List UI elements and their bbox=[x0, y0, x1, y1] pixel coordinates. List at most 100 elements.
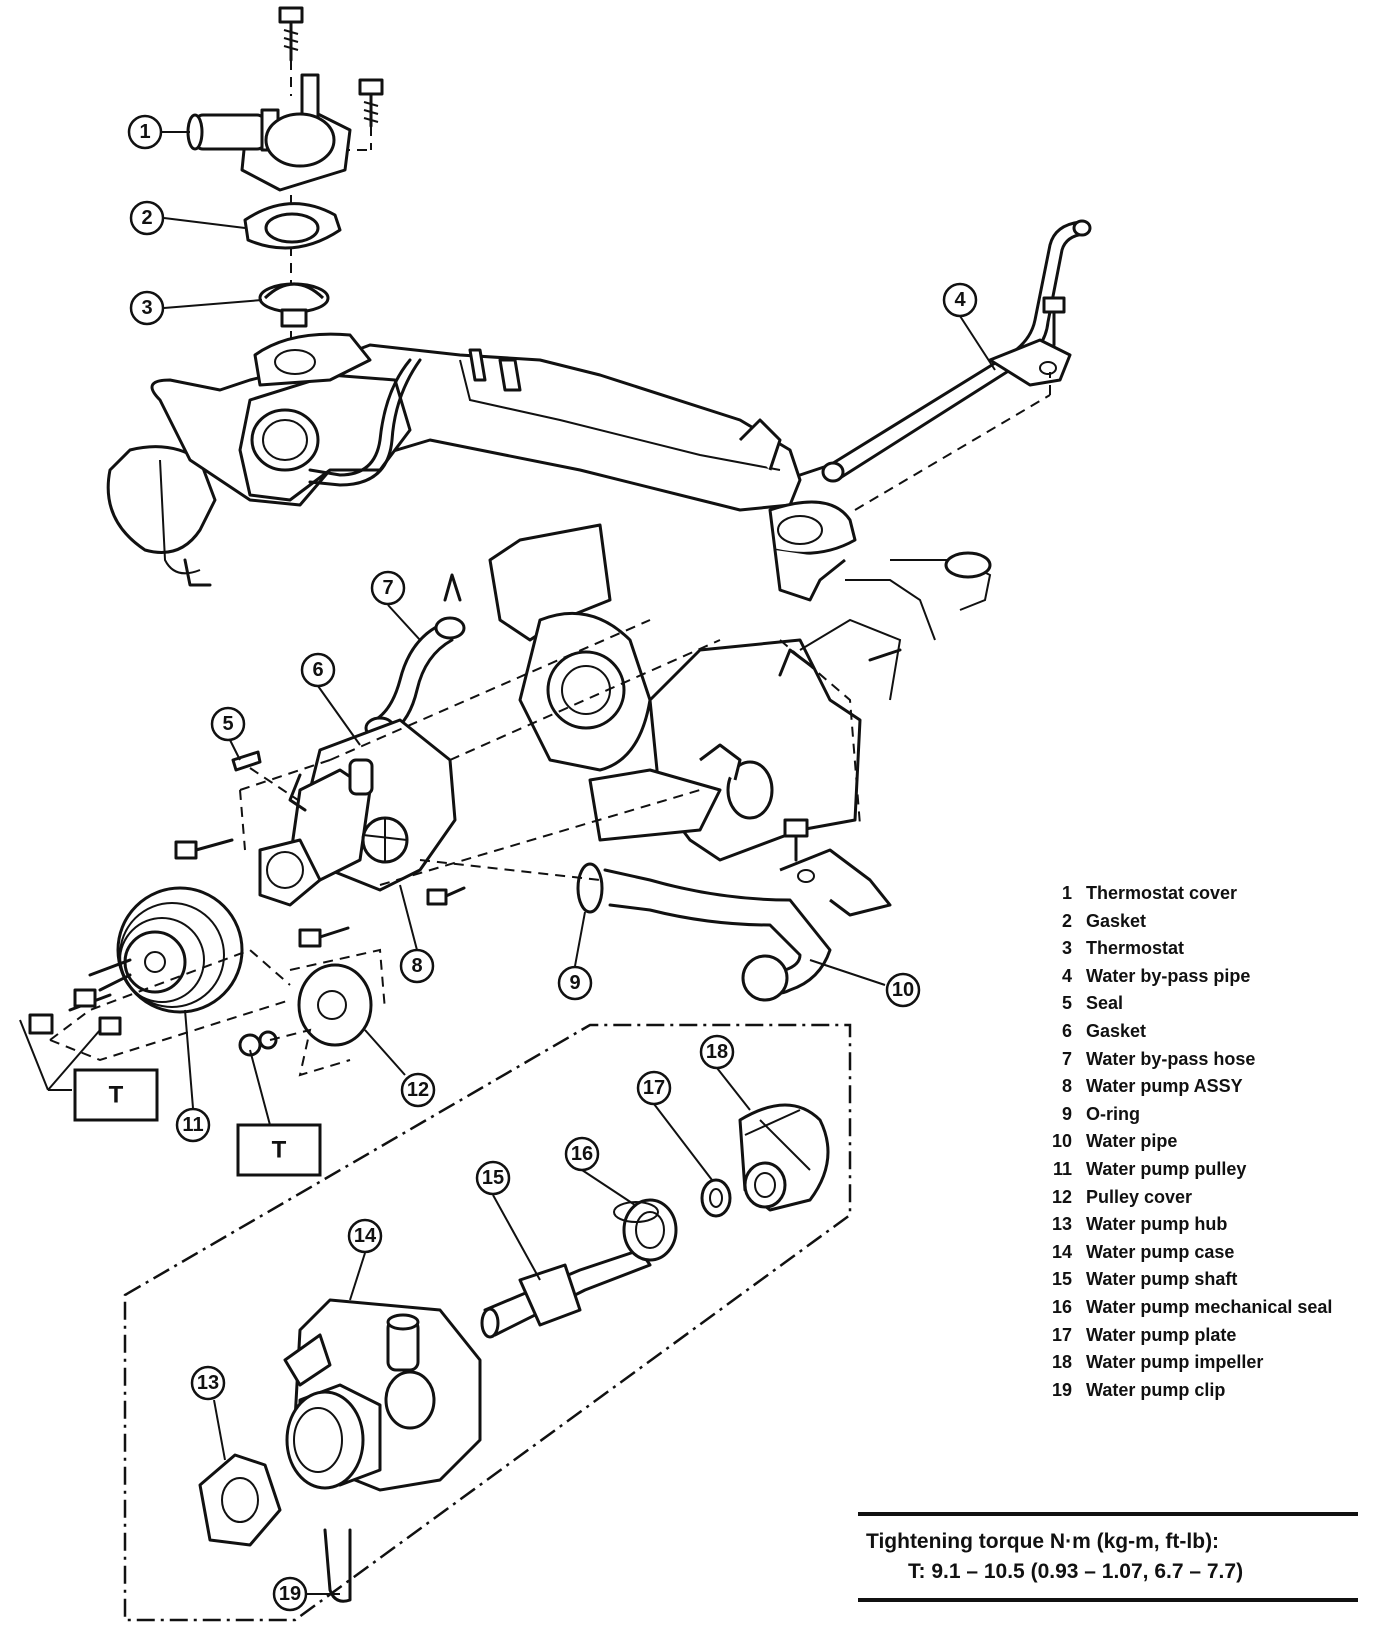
engine-block-drawing bbox=[488, 523, 992, 862]
legend-label: Thermostat cover bbox=[1086, 883, 1238, 903]
legend-label: Water by-pass pipe bbox=[1086, 965, 1251, 986]
legend-number: 8 bbox=[1061, 1076, 1072, 1097]
callout-15: 15 bbox=[475, 1160, 511, 1196]
water-pump-hub-drawing bbox=[198, 1453, 282, 1547]
torque-value: T: 9.1 – 10.5 (0.93 – 1.07, 6.7 – 7.7) bbox=[908, 1560, 1244, 1583]
svg-text:4: 4 bbox=[954, 289, 966, 311]
legend-number: 3 bbox=[1061, 938, 1072, 959]
svg-text:9: 9 bbox=[569, 972, 580, 994]
svg-text:17: 17 bbox=[643, 1077, 665, 1099]
legend-item: 19 Water pump clip bbox=[1030, 1377, 1370, 1405]
svg-text:12: 12 bbox=[407, 1079, 429, 1101]
svg-text:2: 2 bbox=[141, 207, 152, 229]
legend-number: 12 bbox=[1051, 1186, 1072, 1207]
callout-11: 11 bbox=[175, 1107, 211, 1143]
water-pipe-drawing bbox=[419, 848, 892, 1002]
legend-label: O-ring bbox=[1086, 1103, 1140, 1124]
legend-item: 6 Gasket bbox=[1030, 1018, 1370, 1046]
torque-top-rule bbox=[858, 1512, 1358, 1516]
legend-label: Water pump clip bbox=[1086, 1379, 1226, 1400]
callout-12: 12 bbox=[400, 1072, 436, 1108]
svg-text:8: 8 bbox=[411, 955, 422, 977]
legend-number: 9 bbox=[1061, 1103, 1072, 1124]
svg-text:6: 6 bbox=[312, 659, 323, 681]
legend-item: 18 Water pump impeller bbox=[1030, 1349, 1370, 1377]
legend-label: Water pump mechanical seal bbox=[1086, 1296, 1333, 1317]
legend-label: Water pump ASSY bbox=[1086, 1076, 1243, 1097]
callout-6: 6 bbox=[300, 652, 336, 688]
water-pump-plate-drawing bbox=[700, 1178, 732, 1218]
callout-4: 4 bbox=[942, 282, 978, 318]
water-pump-assy-drawing bbox=[258, 718, 457, 907]
svg-text:19: 19 bbox=[279, 1583, 301, 1605]
legend-item: 1 Thermostat cover bbox=[1030, 880, 1370, 908]
svg-text:T: T bbox=[272, 1137, 287, 1164]
callout-5: 5 bbox=[210, 706, 246, 742]
legend-number: 11 bbox=[1052, 1158, 1072, 1179]
torque-title: Tightening torque N·m (kg-m, ft-lb): bbox=[866, 1530, 1220, 1553]
legend-item: 7 Water by-pass hose bbox=[1030, 1046, 1370, 1074]
legend-number: 6 bbox=[1061, 1020, 1072, 1041]
water-pump-shaft-drawing bbox=[480, 1248, 652, 1339]
legend-number: 10 bbox=[1051, 1131, 1072, 1152]
bypass-pipe-drawing bbox=[821, 219, 1092, 511]
gasket-drawing bbox=[243, 202, 342, 250]
svg-text:13: 13 bbox=[197, 1372, 219, 1394]
callout-14: 14 bbox=[347, 1218, 383, 1254]
torque-mark-pulley: T bbox=[73, 1068, 159, 1122]
legend-item: 17 Water pump plate bbox=[1030, 1322, 1370, 1350]
callout-10: 10 bbox=[885, 972, 921, 1008]
legend-number: 4 bbox=[1061, 965, 1072, 986]
manifold-drawing bbox=[106, 332, 857, 602]
legend-label: Water pump shaft bbox=[1086, 1269, 1238, 1290]
legend-number: 19 bbox=[1051, 1379, 1072, 1400]
legend-number: 1 bbox=[1061, 883, 1072, 903]
svg-text:5: 5 bbox=[222, 713, 233, 735]
svg-text:11: 11 bbox=[182, 1114, 203, 1136]
svg-text:1: 1 bbox=[139, 121, 150, 143]
callout-2: 2 bbox=[129, 200, 165, 236]
svg-text:T: T bbox=[109, 1082, 124, 1109]
svg-text:15: 15 bbox=[482, 1167, 504, 1189]
legend-label: Gasket bbox=[1086, 1020, 1147, 1041]
legend-item: 14 Water pump case bbox=[1030, 1239, 1370, 1267]
thermostat-cover-drawing bbox=[186, 6, 384, 192]
torque-mark-cover: T bbox=[236, 1123, 322, 1177]
legend-label: Water pump hub bbox=[1086, 1214, 1228, 1235]
legend-number: 17 bbox=[1051, 1324, 1072, 1345]
leader-lines bbox=[19, 131, 996, 1595]
callout-7: 7 bbox=[370, 570, 406, 606]
legend-number: 7 bbox=[1061, 1048, 1072, 1069]
legend-number: 18 bbox=[1051, 1352, 1072, 1373]
svg-text:10: 10 bbox=[892, 979, 914, 1001]
callout-17: 17 bbox=[636, 1070, 672, 1106]
water-pump-clip-drawing bbox=[323, 1528, 352, 1603]
callouts: 1 2 3 4 5 6 7 8 9 10 11 12 13 14 15 16 1… bbox=[127, 114, 978, 1612]
legend-label: Water pump plate bbox=[1086, 1324, 1237, 1345]
legend-label: Water by-pass hose bbox=[1086, 1048, 1256, 1069]
detail-box bbox=[123, 1023, 852, 1622]
legend-label: Water pump case bbox=[1086, 1241, 1235, 1262]
svg-text:14: 14 bbox=[354, 1225, 377, 1247]
pulley-nut-drawing bbox=[28, 1013, 54, 1035]
legend-label: Water pump impeller bbox=[1086, 1352, 1264, 1373]
callout-1: 1 bbox=[127, 114, 163, 150]
torque-bottom-rule bbox=[858, 1598, 1358, 1602]
legend-number: 14 bbox=[1051, 1241, 1072, 1262]
water-pump-pulley-drawing bbox=[68, 886, 244, 1014]
legend-number: 2 bbox=[1061, 910, 1072, 931]
callout-16: 16 bbox=[564, 1136, 600, 1172]
legend-item: 9 O-ring bbox=[1030, 1101, 1370, 1129]
callout-8: 8 bbox=[399, 948, 435, 984]
pulley-cover-drawing bbox=[238, 963, 373, 1057]
legend-item: 8 Water pump ASSY bbox=[1030, 1073, 1370, 1101]
